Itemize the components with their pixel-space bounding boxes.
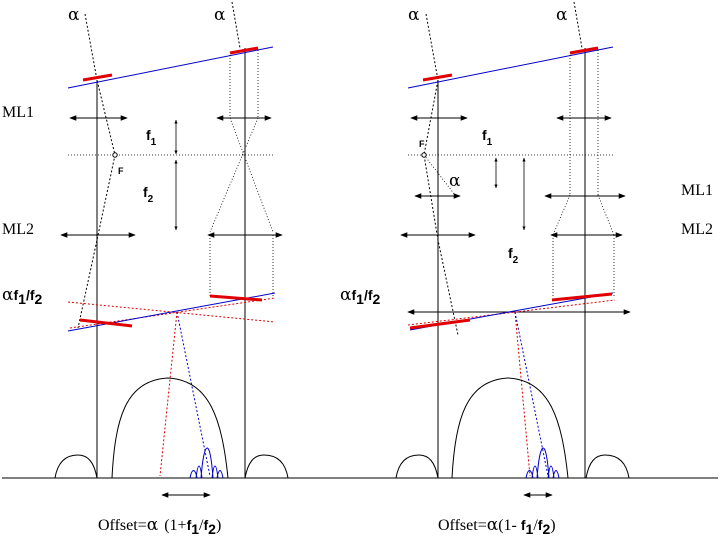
left-ml1-label: ML1 bbox=[2, 104, 34, 121]
left-red-dotted-b bbox=[69, 297, 276, 329]
left-alpha-label-1: α bbox=[68, 5, 80, 25]
left-fringes bbox=[189, 447, 224, 479]
left-red-dotted-a bbox=[67, 301, 276, 323]
left-envelope bbox=[111, 377, 229, 479]
right-alpha-ray bbox=[423, 154, 456, 196]
left-low-red-mark-2 bbox=[209, 294, 263, 302]
right-low-red-mark-2 bbox=[551, 292, 613, 302]
right-ml1-label: ML1 bbox=[681, 182, 713, 199]
right-alpha-label-1: α bbox=[408, 5, 420, 25]
right-offset-label: Offset=α(1-f1/f2) bbox=[438, 515, 556, 536]
left-angle-label: αf1/f2 bbox=[2, 285, 43, 307]
left-top-red-mark-1 bbox=[82, 73, 113, 82]
right-focus-point bbox=[421, 152, 427, 158]
right-f2-label: f2 bbox=[508, 245, 519, 266]
right-alpha-label-2: α bbox=[556, 5, 568, 25]
left-offset-label: Offset=α(1+f1/f2) bbox=[98, 515, 221, 536]
left-dot-cross2 bbox=[209, 117, 259, 233]
right-top-red-mark-1 bbox=[422, 73, 453, 82]
right-envelope bbox=[451, 377, 569, 479]
left-side-lobe-2 bbox=[244, 454, 289, 479]
right-panel bbox=[358, 1, 718, 498]
left-f2-label: f2 bbox=[143, 184, 154, 205]
left-ml2-label: ML2 bbox=[2, 221, 34, 238]
right-f1-label: f1 bbox=[482, 127, 493, 148]
left-focus-label: F bbox=[118, 166, 124, 176]
right-top-red-mark-2 bbox=[569, 46, 599, 55]
left-alpha-label-2: α bbox=[214, 5, 226, 25]
left-panel bbox=[2, 1, 358, 498]
right-angle-label: αf1/f2 bbox=[340, 285, 381, 307]
left-side-lobe-1 bbox=[54, 454, 98, 479]
left-dot-cross1 bbox=[229, 117, 274, 233]
left-low-red-mark-1 bbox=[79, 318, 133, 328]
right-focus-label: F bbox=[419, 139, 425, 149]
right-alpha-beam-1 bbox=[423, 13, 459, 336]
right-red-dotted bbox=[407, 299, 616, 326]
left-alpha-beam-2 bbox=[231, 1, 241, 49]
right-side-lobe-1 bbox=[395, 454, 439, 479]
left-focus-point bbox=[112, 152, 118, 158]
right-red-ray bbox=[514, 311, 531, 477]
right-alpha-beam-2 bbox=[573, 1, 583, 49]
right-dot-d1 bbox=[552, 194, 571, 236]
left-top-blue-line bbox=[67, 46, 274, 89]
right-low-red-mark-1 bbox=[409, 318, 471, 330]
right-side-lobe-2 bbox=[585, 454, 630, 479]
right-top-blue-line bbox=[407, 46, 614, 89]
left-red-ray bbox=[159, 311, 178, 477]
right-fringes bbox=[525, 447, 560, 479]
left-f1-label: f1 bbox=[146, 127, 157, 148]
right-dot-d2 bbox=[597, 194, 615, 236]
left-top-red-mark-2 bbox=[229, 46, 259, 55]
right-inner-alpha-label: α bbox=[449, 171, 461, 191]
right-ml2-label: ML2 bbox=[681, 221, 713, 238]
